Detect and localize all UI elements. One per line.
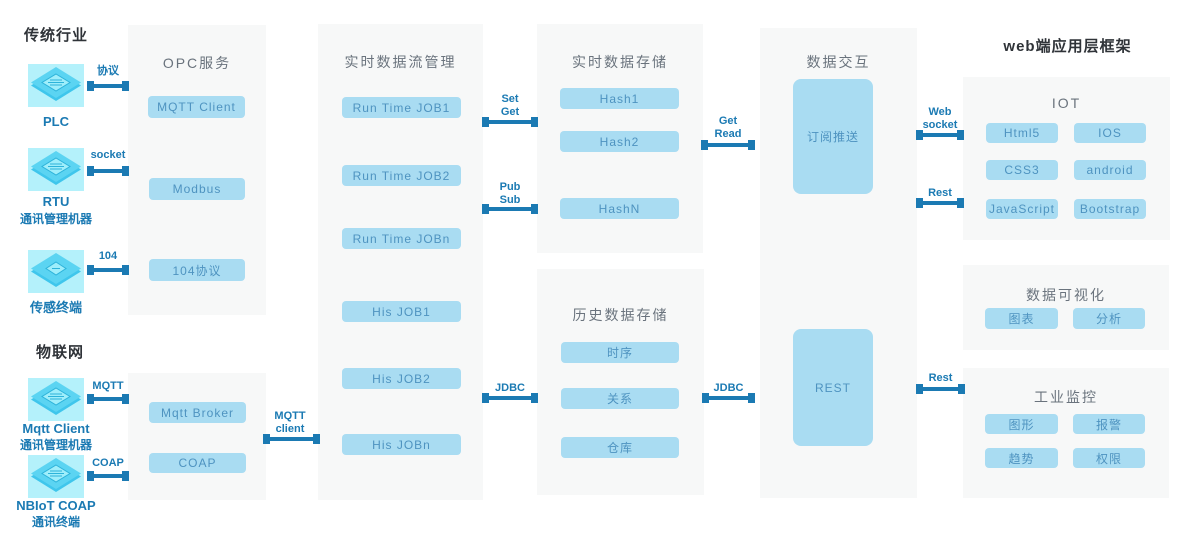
device-label: RTU — [42, 194, 70, 209]
panel-history-storage: 历史数据存储 时序 关系 仓库 — [537, 269, 704, 495]
connector-label: COAP — [92, 457, 124, 469]
connector-label: Pub Sub — [499, 181, 521, 206]
history-item: 关系 — [561, 388, 679, 409]
connector-label: Rest — [928, 372, 953, 384]
hash-item: HashN — [560, 198, 679, 219]
connector-coap — [87, 471, 129, 481]
subscribe-push-box: 订阅推送 — [793, 79, 873, 194]
panel-title: 数据可视化 — [1026, 287, 1106, 303]
gateway-item: Mqtt Broker — [149, 402, 246, 423]
rest-box: REST — [793, 329, 873, 446]
panel-title: 历史数据存储 — [572, 307, 669, 323]
panel-data-exchange: 数据交互 订阅推送 REST — [760, 28, 917, 498]
connector-label: 协议 — [97, 65, 119, 77]
monitor-item: 报警 — [1073, 414, 1145, 434]
opc-item: 104协议 — [149, 259, 245, 281]
connector-set-get — [482, 117, 538, 127]
panel-title: 数据交互 — [806, 54, 871, 70]
connector-pub-sub — [482, 204, 538, 214]
web-tech: Html5 — [986, 123, 1058, 143]
connector-label: socket — [90, 149, 126, 161]
panel-title: 实时数据流管理 — [344, 54, 457, 70]
section-header-web: web端应用层框架 — [1003, 38, 1132, 55]
connector-104 — [87, 265, 129, 275]
stream-job: Run Time JOBn — [342, 228, 461, 249]
section-header-iot: 物联网 — [36, 344, 85, 361]
monitor-item: 权限 — [1073, 448, 1145, 468]
viz-item: 分析 — [1073, 308, 1145, 329]
web-tech: Bootstrap — [1074, 199, 1146, 219]
opc-item: MQTT Client — [148, 96, 245, 118]
connector-mqtt — [87, 394, 129, 404]
stream-job: Run Time JOB2 — [342, 165, 461, 186]
device-chip-icon — [28, 64, 84, 107]
device-label: Mqtt Client — [22, 421, 90, 436]
connector-protocol — [87, 81, 129, 91]
connector-get-read — [701, 140, 755, 150]
device-sublabel: 通讯管理机器 — [19, 438, 92, 452]
stream-job: Run Time JOB1 — [342, 97, 461, 118]
device-chip-icon — [28, 378, 84, 421]
connector-rest-top — [916, 198, 964, 208]
device-chip-icon — [28, 148, 84, 191]
stream-job: His JOB1 — [342, 301, 461, 322]
connector-rest-bottom — [916, 384, 965, 394]
web-tech: android — [1074, 160, 1146, 180]
panel-title: 工业监控 — [1034, 389, 1098, 405]
connector-label: MQTT — [92, 380, 124, 392]
panel-industrial-monitoring: 工业监控 图形 报警 趋势 权限 — [963, 368, 1169, 498]
device-chip-icon — [28, 250, 84, 293]
connector-jdbc-right — [702, 393, 755, 403]
panel-opc-service: OPC服务 MQTT Client Modbus 104协议 — [128, 25, 266, 315]
monitor-item: 趋势 — [985, 448, 1058, 468]
stream-job: His JOBn — [342, 434, 461, 455]
opc-item: Modbus — [149, 178, 245, 200]
connector-label: Get Read — [714, 115, 742, 140]
panel-visualization: 数据可视化 图表 分析 — [963, 265, 1169, 350]
history-item: 时序 — [561, 342, 679, 363]
device-sublabel: 通讯终端 — [31, 515, 80, 529]
connector-socket — [87, 166, 129, 176]
connector-label: JDBC — [495, 382, 525, 394]
monitor-item: 图形 — [985, 414, 1058, 434]
connector-label: Rest — [928, 187, 952, 199]
panel-title: 实时数据存储 — [572, 54, 668, 70]
panel-web-iot: IOT Html5 IOS CSS3 android JavaScript Bo… — [963, 77, 1170, 240]
connector-label: Web socket — [922, 106, 958, 131]
gateway-item: COAP — [149, 453, 246, 473]
connector-label: JDBC — [713, 382, 744, 394]
device-chip-icon — [28, 455, 84, 498]
connector-label: 104 — [98, 250, 118, 262]
panel-stream-management: 实时数据流管理 Run Time JOB1 Run Time JOB2 Run … — [318, 24, 483, 500]
viz-item: 图表 — [985, 308, 1058, 329]
connector-label: Set Get — [500, 93, 520, 118]
section-header-traditional: 传统行业 — [24, 27, 89, 44]
stream-job: His JOB2 — [342, 368, 461, 389]
web-tech: JavaScript — [986, 199, 1058, 219]
device-label: 传感终端 — [29, 300, 82, 315]
web-tech: CSS3 — [986, 160, 1058, 180]
web-tech: IOS — [1074, 123, 1146, 143]
hash-item: Hash1 — [560, 88, 679, 109]
device-label: NBIoT COAP — [16, 498, 96, 513]
connector-mqtt-client — [263, 434, 320, 444]
device-sublabel: 通讯管理机器 — [19, 212, 92, 226]
connector-web-socket — [916, 130, 964, 140]
connector-label: MQTT client — [274, 410, 306, 435]
device-label: PLC — [43, 114, 69, 129]
panel-iot-gateway: Mqtt Broker COAP — [128, 373, 266, 500]
history-item: 仓库 — [561, 437, 679, 458]
panel-title: IOT — [1051, 95, 1082, 111]
panel-title: OPC服务 — [162, 55, 232, 71]
hash-item: Hash2 — [560, 131, 679, 152]
panel-realtime-storage: 实时数据存储 Hash1 Hash2 HashN — [537, 24, 703, 253]
connector-jdbc-left — [482, 393, 538, 403]
